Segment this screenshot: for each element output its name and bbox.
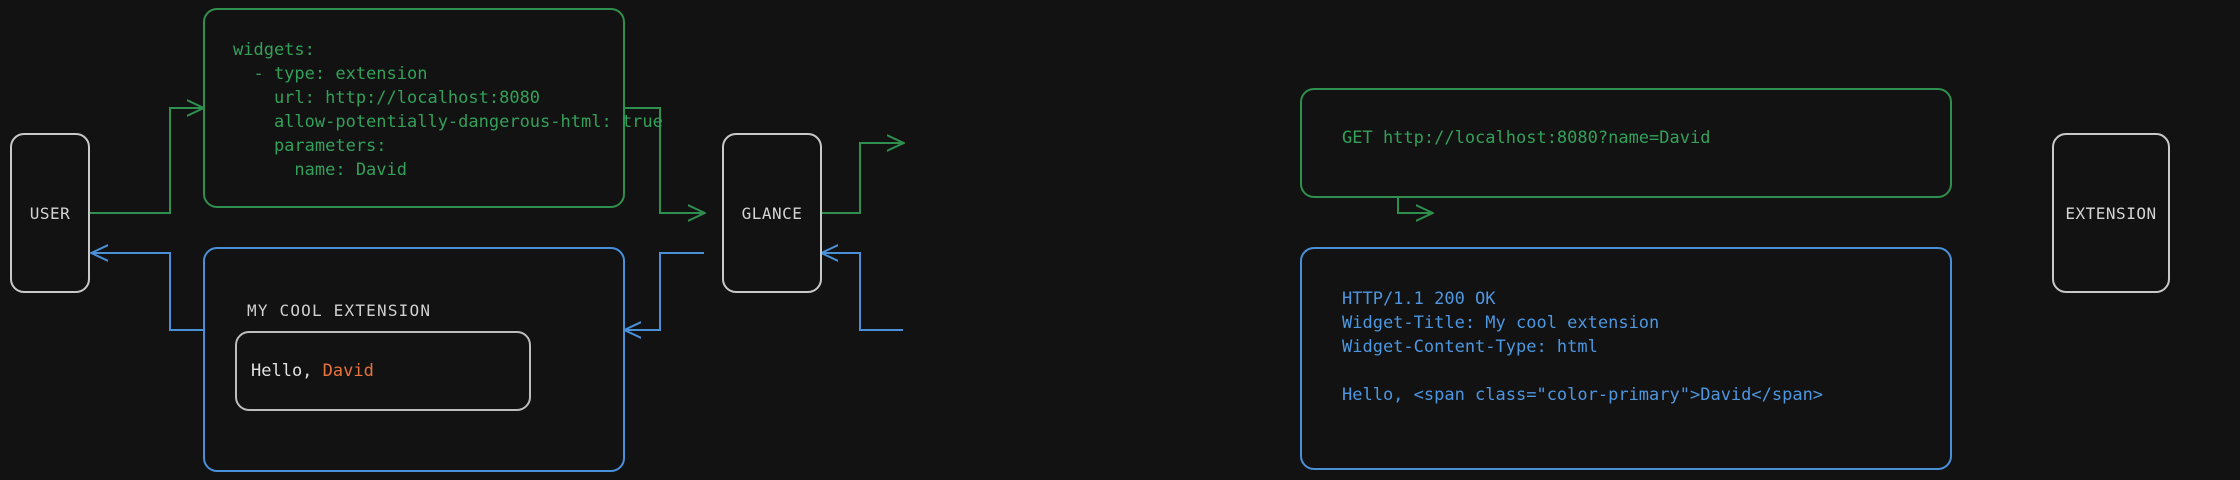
greeting-prefix: Hello, [251,361,323,381]
http-response-code: HTTP/1.1 200 OK Widget-Title: My cool ex… [1342,289,1824,405]
rendered-widget-greeting: Hello, David [237,361,374,381]
node-user[interactable]: USER [10,133,90,293]
connector-response-to-glance [822,253,903,331]
connector-glance-to-widget [625,252,704,330]
connector-user-to-config [90,108,203,214]
connector-glance-to-request [822,143,903,214]
greeting-name: David [322,361,374,381]
node-extension[interactable]: EXTENSION [2052,133,2170,293]
node-glance[interactable]: GLANCE [722,133,822,293]
card-http-response: HTTP/1.1 200 OK Widget-Title: My cool ex… [1300,247,1952,470]
node-user-label: USER [29,203,71,223]
rendered-widget-title: MY COOL EXTENSION [247,301,432,320]
card-http-request: GET http://localhost:8080?name=David [1300,88,1952,198]
http-request-code: GET http://localhost:8080?name=David [1342,128,1711,148]
connector-widget-to-user [92,253,203,331]
rendered-widget-content-box: Hello, David [235,331,531,411]
card-rendered-widget: MY COOL EXTENSION Hello, David [203,247,625,472]
node-glance-label: GLANCE [741,203,803,223]
config-yaml-code: widgets: - type: extension url: http://l… [233,40,663,180]
node-extension-label: EXTENSION [2065,203,2157,223]
card-widget-config: widgets: - type: extension url: http://l… [203,8,663,208]
